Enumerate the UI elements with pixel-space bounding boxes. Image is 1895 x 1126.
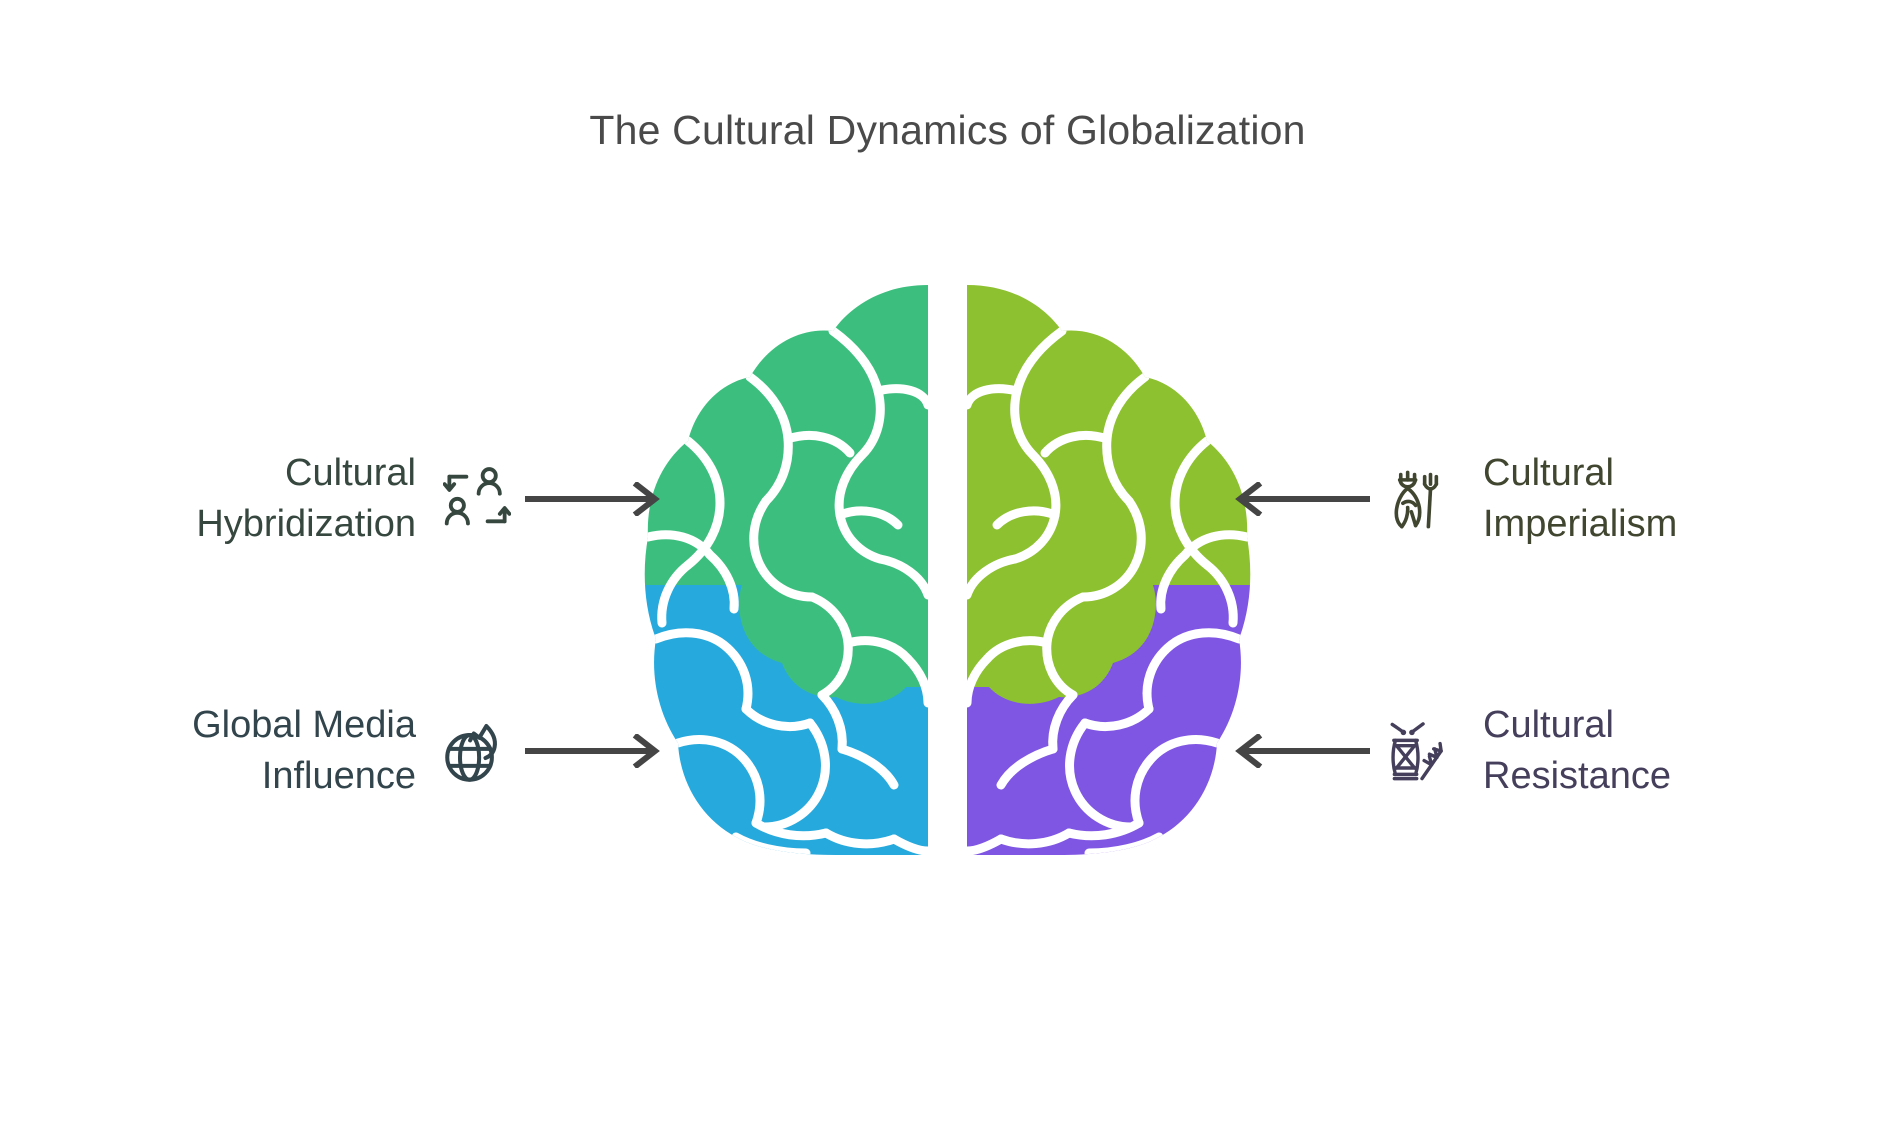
- label-row-cultural-imperialism[interactable]: Cultural Imperialism: [1225, 448, 1825, 549]
- label-text-cultural-resistance: Cultural Resistance: [1483, 704, 1671, 797]
- label-text-cultural-imperialism: Cultural Imperialism: [1483, 452, 1678, 545]
- brain-left-hemisphere: [644, 285, 928, 855]
- people-exchange-icon: [442, 464, 512, 534]
- crowned-figure-pitchfork-icon: [1387, 464, 1457, 534]
- brain-illustration: [640, 285, 1255, 855]
- label-text-global-media-influence: Global Media Influence: [192, 704, 416, 797]
- arrow-right-icon: [520, 479, 670, 519]
- arrow-left-icon: [1225, 731, 1375, 771]
- arrow-left-icon: [1225, 479, 1375, 519]
- label-row-cultural-resistance[interactable]: Cultural Resistance: [1225, 700, 1825, 801]
- label-text-cultural-hybridization: Cultural Hybridization: [196, 452, 416, 545]
- label-row-global-media-influence[interactable]: Global Media Influence: [70, 700, 670, 801]
- page-title: The Cultural Dynamics of Globalization: [589, 107, 1306, 153]
- globe-trend-icon: [442, 716, 512, 786]
- arrow-right-icon: [520, 731, 670, 771]
- brain-right-hemisphere: [967, 285, 1251, 855]
- label-row-cultural-hybridization[interactable]: Cultural Hybridization: [70, 448, 670, 549]
- tribal-drum-icon: [1387, 716, 1457, 786]
